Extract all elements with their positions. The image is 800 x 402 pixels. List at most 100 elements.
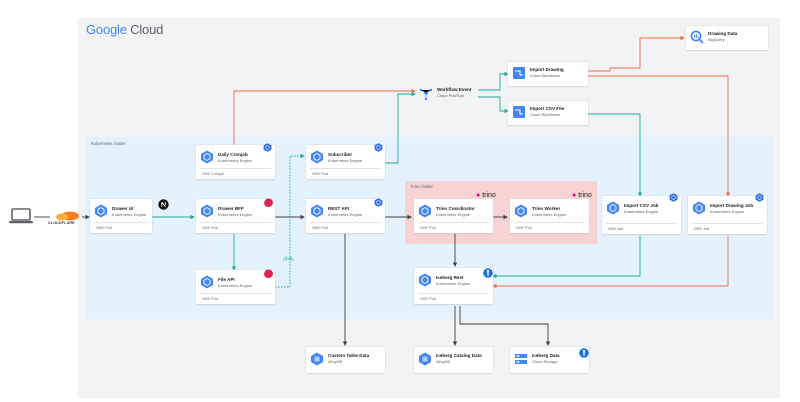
node-footer: GKE Job	[694, 226, 710, 231]
node-title: Drawing Data	[708, 31, 738, 36]
edge-cronjob-to-workflow	[233, 88, 416, 145]
node-footer: GKE Pod	[96, 225, 112, 230]
node-iceberg-rest[interactable]: Iceberg Rest Kubernetes Engine GKE Pod	[414, 268, 493, 304]
node-subtitle: Cloud Workflows	[530, 112, 560, 117]
edge-iceberg-to-data	[459, 306, 551, 346]
kubernetes-engine-icon	[419, 204, 431, 218]
kubernetes-engine-icon	[201, 150, 213, 164]
node-import-drawing[interactable]: Import Drawing Cloud Workflows	[508, 62, 588, 86]
node-subtitle: AlloyDB	[436, 359, 451, 364]
bigquery-icon	[690, 30, 704, 44]
cloud-workflows-icon	[513, 67, 525, 79]
k8s-wheel-icon	[374, 194, 383, 212]
trino-logo-text: trino	[578, 192, 592, 199]
node-title: Iceberg Rest	[436, 274, 464, 280]
node-footer: GKE Pod	[312, 171, 328, 176]
node-subtitle: Kubernetes Engine	[218, 157, 253, 163]
cloud-wordmark: Cloud	[130, 22, 164, 37]
node-subtitle: Kubernetes Engine	[218, 211, 253, 217]
node-workflow-event[interactable]: Workflow Event Cloud Pub/Sub	[415, 82, 478, 106]
node-rest-api[interactable]: REST API Kubernetes Engine GKE Pod	[306, 199, 385, 233]
node-subtitle: Kubernetes Engine	[112, 211, 147, 217]
kubernetes-engine-icon	[95, 204, 107, 218]
node-subtitle: Kubernetes Engine	[532, 211, 567, 217]
trino-logo: ● trino	[476, 192, 496, 199]
node-subtitle: AlloyDB	[328, 359, 343, 364]
alloydb-icon	[419, 352, 431, 366]
node-title: Workflow Event	[437, 87, 472, 92]
edge-import-drawing-to-bq	[588, 35, 685, 72]
k8s-wheel-icon	[263, 139, 272, 157]
node-subtitle: Kubernetes Engine	[218, 282, 253, 288]
node-title: Drawer BFF	[218, 205, 244, 211]
trino-logo: ● trino	[572, 192, 592, 199]
node-trino-coordinator[interactable]: Trino Coordinator Kubernetes Engine GKE …	[414, 199, 493, 233]
node-subtitle: Kubernetes Engine	[328, 157, 363, 163]
kubernetes-engine-icon	[607, 201, 619, 215]
cloud-storage-icon	[515, 354, 527, 364]
node-title: Daily Cronjob	[218, 151, 248, 157]
kubernetes-engine-icon	[311, 150, 323, 164]
node-title: Custom Table Data	[328, 353, 370, 358]
google-wordmark: Google	[86, 22, 127, 37]
edge-drawing-job-to-iceberg	[492, 236, 729, 289]
k8s-wheel-icon	[669, 189, 678, 207]
google-cloud-logo: Google Cloud	[86, 22, 163, 37]
node-subscriber[interactable]: Subscriber Kubernetes Engine GKE Pod	[306, 145, 385, 179]
node-drawing-data[interactable]: Drawing Data BigQuery	[686, 26, 768, 50]
node-title: File API	[218, 276, 235, 282]
node-footer: GKE Pod	[202, 296, 218, 301]
kubernetes-engine-icon	[201, 275, 213, 289]
node-title: Trino Coordinator	[436, 205, 475, 211]
node-subtitle: Cloud Storage	[532, 359, 558, 364]
kubernetes-engine-icon	[311, 204, 323, 218]
trino-cluster-label: Trino cluster	[410, 184, 433, 189]
edge-subscriber-to-workflow	[385, 91, 416, 164]
node-import-csv-job[interactable]: Import CSV Job Kubernetes Engine GKE Job	[602, 196, 681, 234]
node-footer: GKE Job	[608, 226, 624, 231]
kubernetes-engine-icon	[419, 273, 431, 287]
node-title: Iceberg Data	[532, 353, 560, 358]
kubernetes-engine-icon	[693, 201, 705, 215]
k8s-wheel-icon	[755, 189, 764, 207]
alloydb-icon	[311, 352, 323, 366]
node-import-csv-file[interactable]: Import CSV File Cloud Workflows	[508, 101, 588, 125]
node-iceberg-catalog-data[interactable]: Iceberg Catalog Data AlloyDB	[414, 347, 493, 373]
cloudflare-logo	[52, 208, 80, 226]
cloud-workflows-icon	[513, 106, 525, 118]
node-drawer-ui[interactable]: Drawer UI Kubernetes Engine GKE Pod	[90, 199, 152, 233]
node-subtitle: Kubernetes Engine	[328, 211, 363, 217]
node-title: Subscriber	[328, 151, 352, 157]
node-subtitle: Kubernetes Engine	[624, 208, 659, 214]
node-iceberg-data[interactable]: Iceberg Data Cloud Storage	[510, 347, 589, 373]
node-subtitle: Cloud Workflows	[530, 73, 560, 78]
edge-file-api-dashed	[275, 153, 305, 288]
cloudflare-label: CLOUDFLARE	[48, 221, 75, 225]
kubernetes-cluster-label: Kubernetes cluster	[91, 141, 126, 146]
node-title: Trino Worker	[532, 205, 561, 211]
node-title: REST API	[328, 205, 350, 211]
node-custom-table-data[interactable]: Custom Table Data AlloyDB	[306, 347, 385, 373]
nestjs-icon	[263, 266, 274, 284]
node-subtitle: Cloud Pub/Sub	[437, 93, 464, 98]
node-trino-worker[interactable]: Trino Worker Kubernetes Engine GKE Pod	[510, 199, 589, 233]
edge-label-file-api: (作成)	[283, 255, 294, 261]
node-title: Import CSV Job	[624, 202, 659, 208]
kubernetes-engine-icon	[515, 204, 527, 218]
node-import-drawing-job[interactable]: Import Drawing Job Kubernetes Engine GKE…	[688, 196, 767, 234]
node-drawer-bff[interactable]: Drawer BFF Kubernetes Engine GKE Pod	[196, 199, 275, 233]
node-footer: GKE Cronjob	[202, 171, 225, 176]
node-daily-cronjob[interactable]: Daily Cronjob Kubernetes Engine GKE Cron…	[196, 145, 275, 179]
edge-import-drawing-to-job	[588, 75, 731, 197]
node-title: Import Drawing Job	[710, 202, 754, 208]
node-subtitle: BigQuery	[708, 37, 725, 42]
edge-workflow-to-import-drawing	[478, 71, 509, 91]
node-file-api[interactable]: File API Kubernetes Engine GKE Pod	[196, 270, 275, 304]
kubernetes-engine-icon	[201, 204, 213, 218]
nestjs-icon	[263, 195, 274, 213]
node-footer: GKE Pod	[202, 225, 218, 230]
nextjs-icon	[158, 197, 169, 215]
client-laptop-icon	[9, 208, 33, 231]
node-title: Import Drawing	[530, 67, 564, 72]
